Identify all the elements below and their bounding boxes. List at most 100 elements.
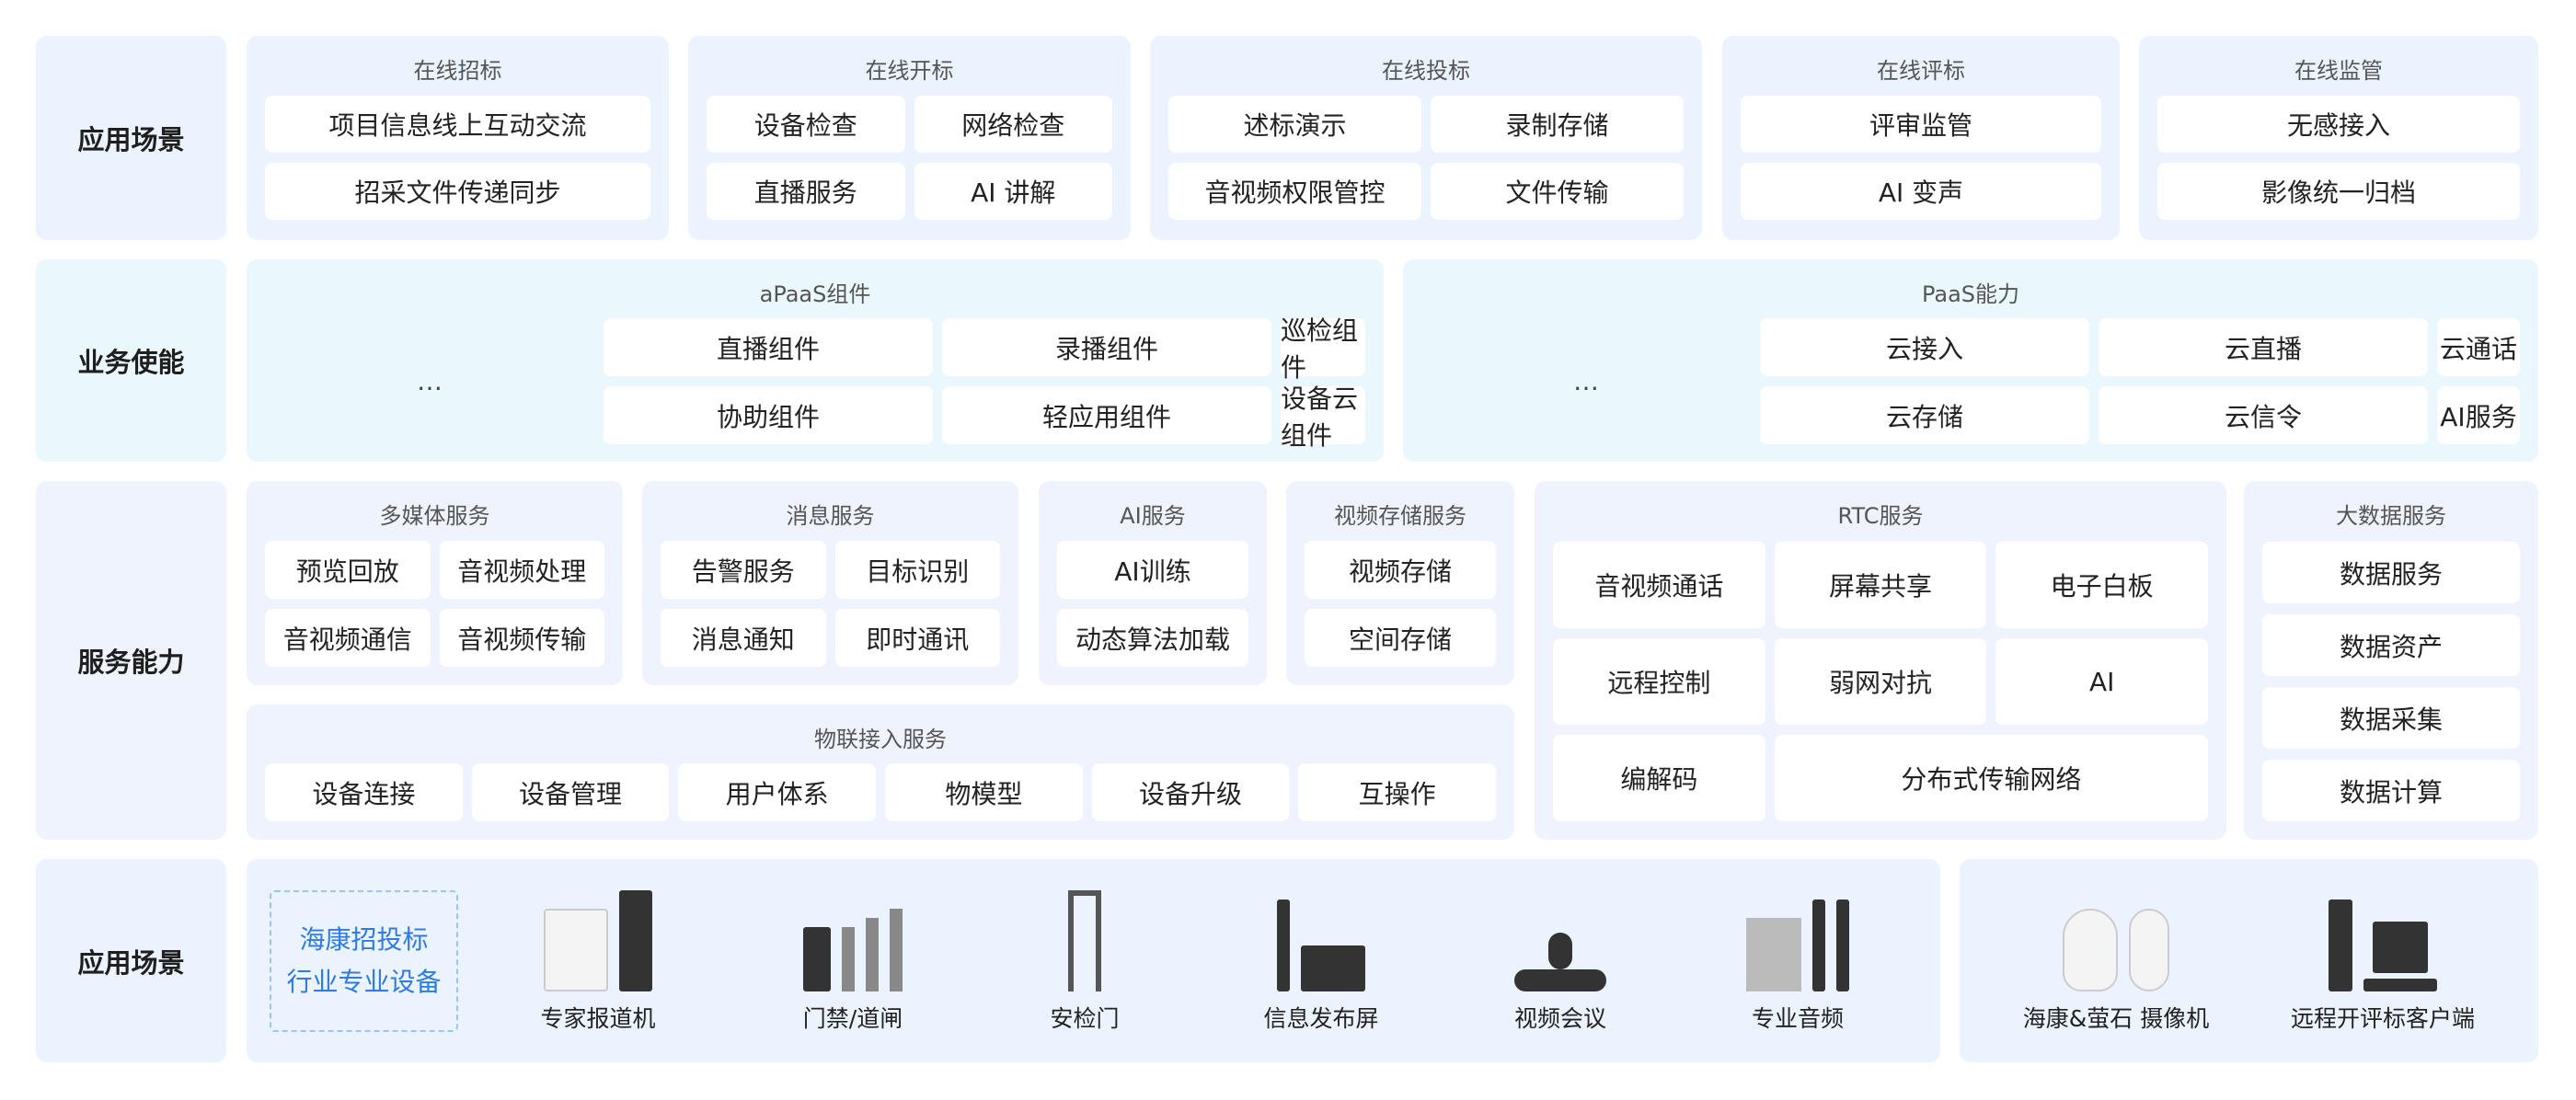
device-desktop-pc[interactable]: 远程开评标客户端 [2263,890,2502,1047]
capability-item[interactable]: AI 讲解 [914,163,1112,220]
capability-item[interactable]: 数据服务 [2262,542,2520,603]
capability-item[interactable]: 目标识别 [834,541,1000,599]
capability-item[interactable]: 直播组件 [604,318,933,376]
capability-item[interactable]: 云存储 [1760,386,2089,444]
capability-item[interactable]: 弱网对抗 [1774,638,1987,725]
group-3-4: 视频存储服务视频存储空间存储 [1286,481,1514,685]
group-1-5: 在线监管无感接入影像统一归档 [2139,36,2538,240]
capability-item[interactable]: 音视频通话 [1553,542,1765,628]
capability-item[interactable]: 物模型 [885,763,1083,821]
capability-item[interactable]: AI服务 [2437,386,2520,444]
capability-item[interactable]: 协助组件 [604,386,933,444]
group-title: 在线投标 [1382,58,1470,84]
group-items: 项目信息线上互动交流招采文件传递同步 [265,96,650,220]
device-security-gate[interactable]: 安检门 [965,890,1204,1047]
capability-item[interactable]: 设备升级 [1091,763,1290,821]
group-items: 评审监管 AI 变声 [1741,96,2101,220]
capability-item[interactable]: 空间存储 [1305,609,1496,667]
capability-item[interactable]: 云接入 [1760,318,2089,376]
highlight-text: 行业专业设备 [286,967,442,997]
device-label: 门禁/道闸 [802,1005,903,1032]
capability-item[interactable]: 直播服务 [707,163,905,220]
security-gate-icon [965,890,1204,991]
capability-item[interactable]: 屏幕共享 [1774,542,1987,628]
capability-item[interactable]: 音视频通信 [265,609,431,667]
row-label: 服务能力 [36,481,226,840]
capability-item[interactable]: 视频存储 [1305,541,1496,599]
group-items: 数据服务数据资产数据采集数据计算 [2262,542,2520,821]
kiosk-icon [478,890,718,991]
group-items: AI训练动态算法加载 [1057,541,1248,667]
capability-item[interactable]: 音视频传输 [439,609,604,667]
capability-item[interactable]: AI [1995,638,2208,725]
capability-item[interactable]: 设备连接 [265,763,463,821]
capability-item[interactable]: 编解码 [1553,735,1765,821]
capability-item[interactable]: 告警服务 [661,541,826,599]
capability-item[interactable]: AI 变声 [1741,163,2101,220]
device-display[interactable]: 信息发布屏 [1202,890,1441,1047]
conference-camera-icon [1441,890,1680,991]
capability-item[interactable]: 消息通知 [661,609,826,667]
capability-item[interactable]: 远程控制 [1553,638,1765,725]
capability-item[interactable]: 用户体系 [678,763,876,821]
device-speaker[interactable]: 专业音频 [1678,890,1917,1047]
group-items: 告警服务目标识别消息通知即时通讯 [661,541,1000,667]
capability-item[interactable]: 分布式传输网络 [1774,735,2208,821]
capability-item[interactable]: AI训练 [1057,541,1248,599]
capability-item[interactable]: 影像统一归档 [2157,163,2520,220]
capability-item[interactable]: 设备管理 [471,763,670,821]
capability-item[interactable]: 音视频处理 [439,541,604,599]
group-title: 在线招标 [413,58,502,84]
capability-item[interactable]: 动态算法加载 [1057,609,1248,667]
device-group-client [1960,859,2538,1062]
device-camera[interactable]: 海康&萤石 摄像机 [1996,890,2236,1047]
capability-item[interactable]: 音视频权限管控 [1168,163,1421,220]
capability-item[interactable]: 轻应用组件 [942,386,1271,444]
capability-item[interactable]: 评审监管 [1741,96,2101,153]
capability-item[interactable]: 云直播 [2099,318,2428,376]
group-3-5: 物联接入服务设备连接设备管理用户体系物模型设备升级互操作 [247,705,1514,840]
capability-item[interactable]: 网络检查 [914,96,1112,153]
capability-item[interactable]: 数据计算 [2262,760,2520,821]
capability-item[interactable]: 电子白板 [1995,542,2208,628]
device-label: 安检门 [1050,1005,1120,1032]
more-ellipsis[interactable]: … [1573,366,1599,396]
speaker-icon [1678,890,1917,991]
device-label: 视频会议 [1513,1005,1606,1032]
capability-item[interactable]: 云信令 [2099,386,2428,444]
device-kiosk[interactable]: 专家报道机 [478,890,718,1047]
group-3-3: AI服务 AI训练动态算法加载 [1039,481,1267,685]
capability-item[interactable]: 巡检组件 [1281,315,1365,383]
capability-item[interactable]: 招采文件传递同步 [265,163,650,220]
group-items: 述标演示录制存储音视频权限管控文件传输 [1168,96,1684,220]
capability-item[interactable]: 无感接入 [2157,96,2520,153]
capability-item[interactable]: 设备云组件 [1281,384,1365,451]
capability-item[interactable]: 互操作 [1298,763,1496,821]
device-label: 专家报道机 [540,1005,656,1032]
group-3-7: 大数据服务数据服务数据资产数据采集数据计算 [2244,481,2538,840]
capability-item[interactable]: 预览回放 [265,541,431,599]
device-label: 信息发布屏 [1263,1005,1379,1032]
capability-item[interactable]: 数据采集 [2262,687,2520,749]
more-ellipsis[interactable]: … [417,366,443,396]
capability-item[interactable]: 即时通讯 [834,609,1000,667]
device-conference-camera[interactable]: 视频会议 [1441,890,1680,1047]
capability-item[interactable]: 述标演示 [1168,96,1421,153]
capability-item[interactable]: 数据资产 [2262,614,2520,676]
row-label: 应用场景 [36,36,226,240]
capability-item[interactable]: 录制存储 [1431,96,1684,153]
device-label: 远程开评标客户端 [2290,1005,2475,1032]
group-title: RTC服务 [1837,503,1924,529]
group-title: 大数据服务 [2336,503,2446,529]
capability-item[interactable]: 设备检查 [707,96,905,153]
capability-item[interactable]: 文件传输 [1431,163,1684,220]
capability-item[interactable]: 录播组件 [942,318,1271,376]
capability-item[interactable]: 项目信息线上互动交流 [265,96,650,153]
group-title: AI服务 [1120,503,1186,529]
device-gate[interactable]: 门禁/道闸 [733,890,972,1047]
capability-item[interactable]: 云通话 [2437,318,2520,376]
group-title: 在线开标 [865,58,954,84]
group-items: 设备连接设备管理用户体系物模型设备升级互操作 [265,763,1496,821]
